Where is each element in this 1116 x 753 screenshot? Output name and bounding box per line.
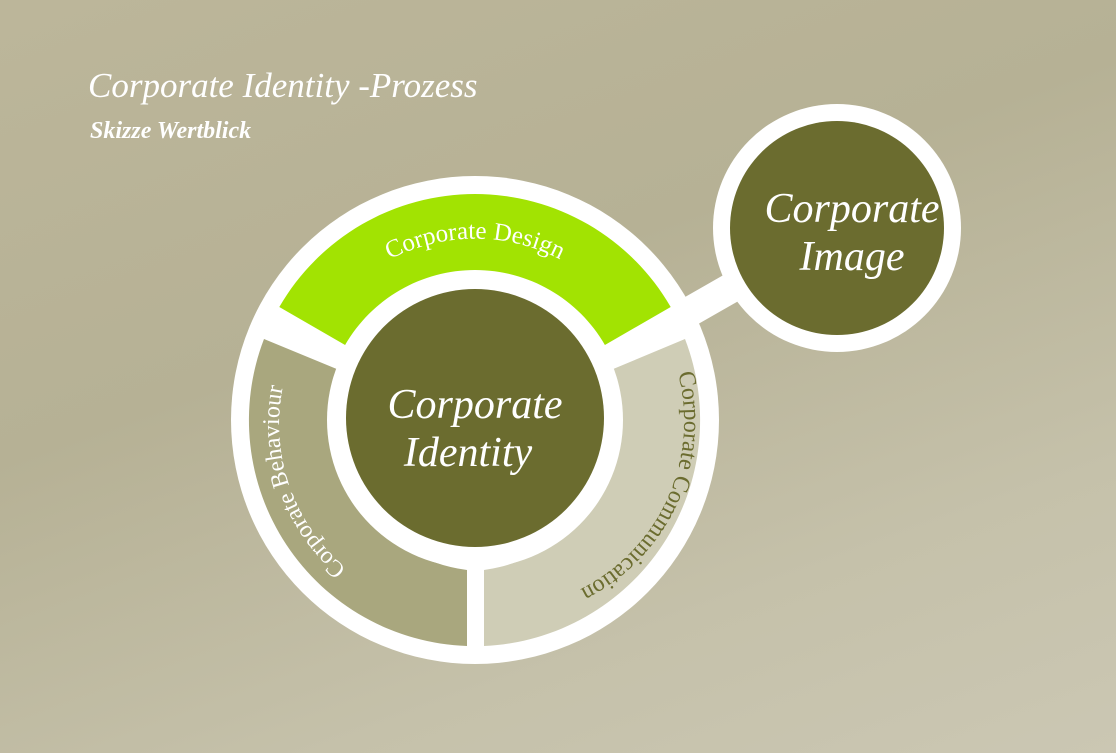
- corporate-image-line2: Image: [799, 234, 905, 280]
- page-subtitle: Skizze Wertblick: [90, 118, 252, 144]
- page-title: Corporate Identity -Prozess: [88, 66, 478, 105]
- corporate-identity-line2: Identity: [403, 430, 533, 476]
- corporate-identity-node[interactable]: [346, 289, 604, 547]
- segment-corporate-behaviour[interactable]: [248, 339, 467, 646]
- corporate-image-node[interactable]: Corporate Image: [713, 104, 961, 352]
- segment-corporate-communication[interactable]: [484, 339, 701, 646]
- segment-corporate-design[interactable]: [279, 194, 671, 345]
- corporate-identity-line1: Corporate: [387, 382, 562, 428]
- corporate-image-line1: Corporate: [764, 186, 939, 232]
